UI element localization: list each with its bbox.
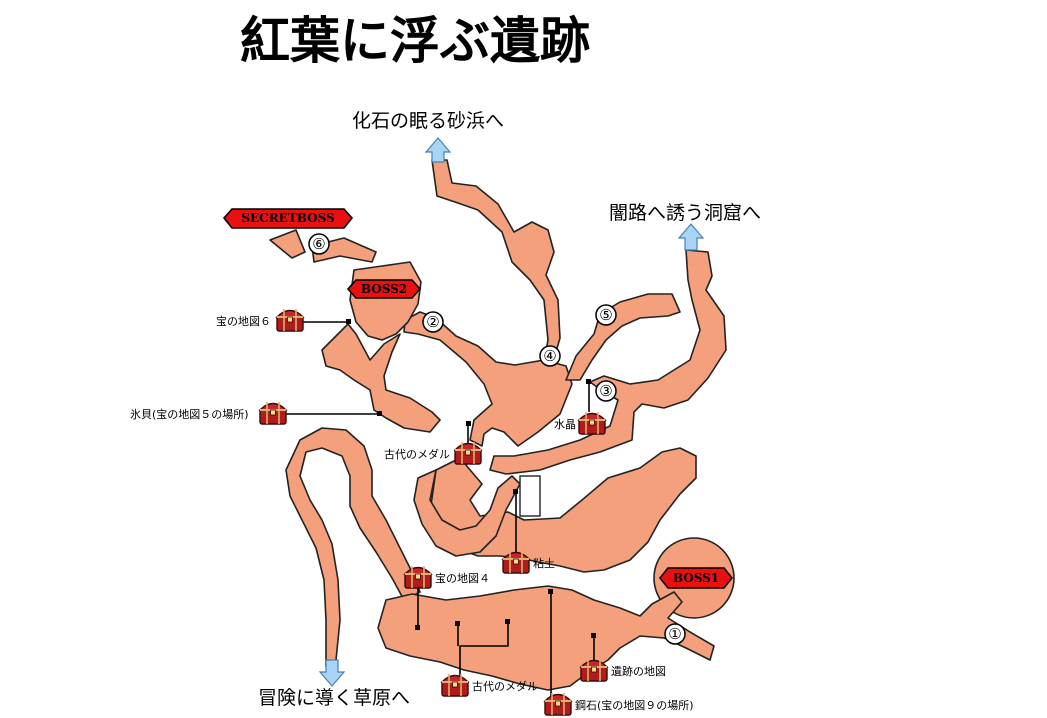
boss-text: BOSS2 bbox=[361, 282, 407, 296]
waypoint-number: ② bbox=[426, 313, 439, 331]
map-title: 紅葉に浮ぶ遺跡 bbox=[240, 11, 590, 70]
waypoint-1: ① bbox=[664, 623, 686, 645]
item-label: 宝の地図６ bbox=[216, 314, 271, 328]
waypoint-number: ⑤ bbox=[599, 306, 612, 324]
leader-lines bbox=[285, 319, 596, 700]
arrow-up-icon bbox=[677, 223, 705, 251]
exit-label-east: 闇路へ誘う洞窟へ bbox=[609, 202, 761, 224]
waypoint-2: ② bbox=[422, 311, 444, 333]
treasure-chest-icon bbox=[441, 673, 469, 697]
waypoint-3: ③ bbox=[595, 380, 617, 402]
item-label: 鋼石(宝の地図９の場所) bbox=[575, 698, 694, 712]
treasure-chest-icon bbox=[276, 308, 304, 332]
item-steel-ore[interactable]: 鋼石(宝の地図９の場所) bbox=[544, 692, 694, 716]
boss-text: SECRETBOSS bbox=[241, 211, 334, 225]
waypoint-6: ⑥ bbox=[308, 233, 330, 255]
exit-arrows bbox=[318, 137, 705, 687]
secret-room bbox=[269, 229, 306, 259]
item-label: 古代のメダル bbox=[384, 447, 450, 461]
item-treasure-map-4[interactable]: 宝の地図４ bbox=[404, 565, 490, 589]
exit-label-north: 化石の眠る砂浜へ bbox=[352, 110, 504, 132]
item-label: 粘土 bbox=[533, 556, 555, 570]
item-ancient-medal-1[interactable]: 古代のメダル bbox=[384, 441, 482, 465]
waypoint-number: ⑥ bbox=[312, 235, 325, 253]
central-loop bbox=[413, 469, 521, 557]
item-ruins-map[interactable]: 遺跡の地図 bbox=[580, 658, 666, 682]
east-passage-upper bbox=[565, 293, 681, 381]
west-ledge bbox=[321, 323, 441, 433]
item-label: 古代のメダル bbox=[472, 679, 538, 693]
boss-label-2[interactable]: BOSS2 bbox=[346, 279, 422, 299]
treasure-chest-icon bbox=[544, 692, 572, 716]
stone-pillar bbox=[519, 475, 541, 517]
exit-label-south: 冒険に導く草原へ bbox=[258, 687, 410, 709]
arrow-down-icon bbox=[318, 659, 346, 687]
boss-label-1[interactable]: BOSS1 bbox=[658, 567, 734, 589]
cave-passages bbox=[269, 159, 735, 691]
boss-text: BOSS1 bbox=[673, 571, 719, 585]
item-ancient-medal-2[interactable]: 古代のメダル bbox=[441, 673, 538, 697]
item-label: 水晶 bbox=[554, 418, 576, 431]
arrow-up-icon bbox=[424, 137, 452, 163]
item-label: 氷貝(宝の地図５の場所) bbox=[130, 407, 249, 421]
item-treasure-map-6[interactable]: 宝の地図６ bbox=[216, 308, 304, 332]
item-clay[interactable]: 粘土 bbox=[502, 550, 555, 574]
item-label: 宝の地図４ bbox=[435, 571, 490, 585]
west-serpentine bbox=[285, 427, 421, 667]
item-label: 遺跡の地図 bbox=[611, 664, 666, 678]
item-crystal[interactable]: 水晶 bbox=[554, 411, 606, 435]
waypoint-number: ③ bbox=[599, 382, 612, 400]
treasure-chest-icon bbox=[454, 441, 482, 465]
waypoint-4: ④ bbox=[539, 345, 561, 367]
waypoint-5: ⑤ bbox=[595, 304, 617, 326]
treasure-chest-icon bbox=[578, 411, 606, 435]
waypoint-number: ④ bbox=[543, 347, 556, 365]
south-cavern bbox=[377, 585, 715, 691]
east-corridor bbox=[489, 249, 727, 475]
boss-label-secret[interactable]: SECRETBOSS bbox=[222, 208, 354, 229]
item-ice-shell[interactable]: 氷貝(宝の地図５の場所) bbox=[130, 401, 287, 425]
waypoint-number: ① bbox=[668, 625, 681, 643]
treasure-chest-icon bbox=[259, 401, 287, 425]
central-chamber bbox=[403, 311, 573, 447]
